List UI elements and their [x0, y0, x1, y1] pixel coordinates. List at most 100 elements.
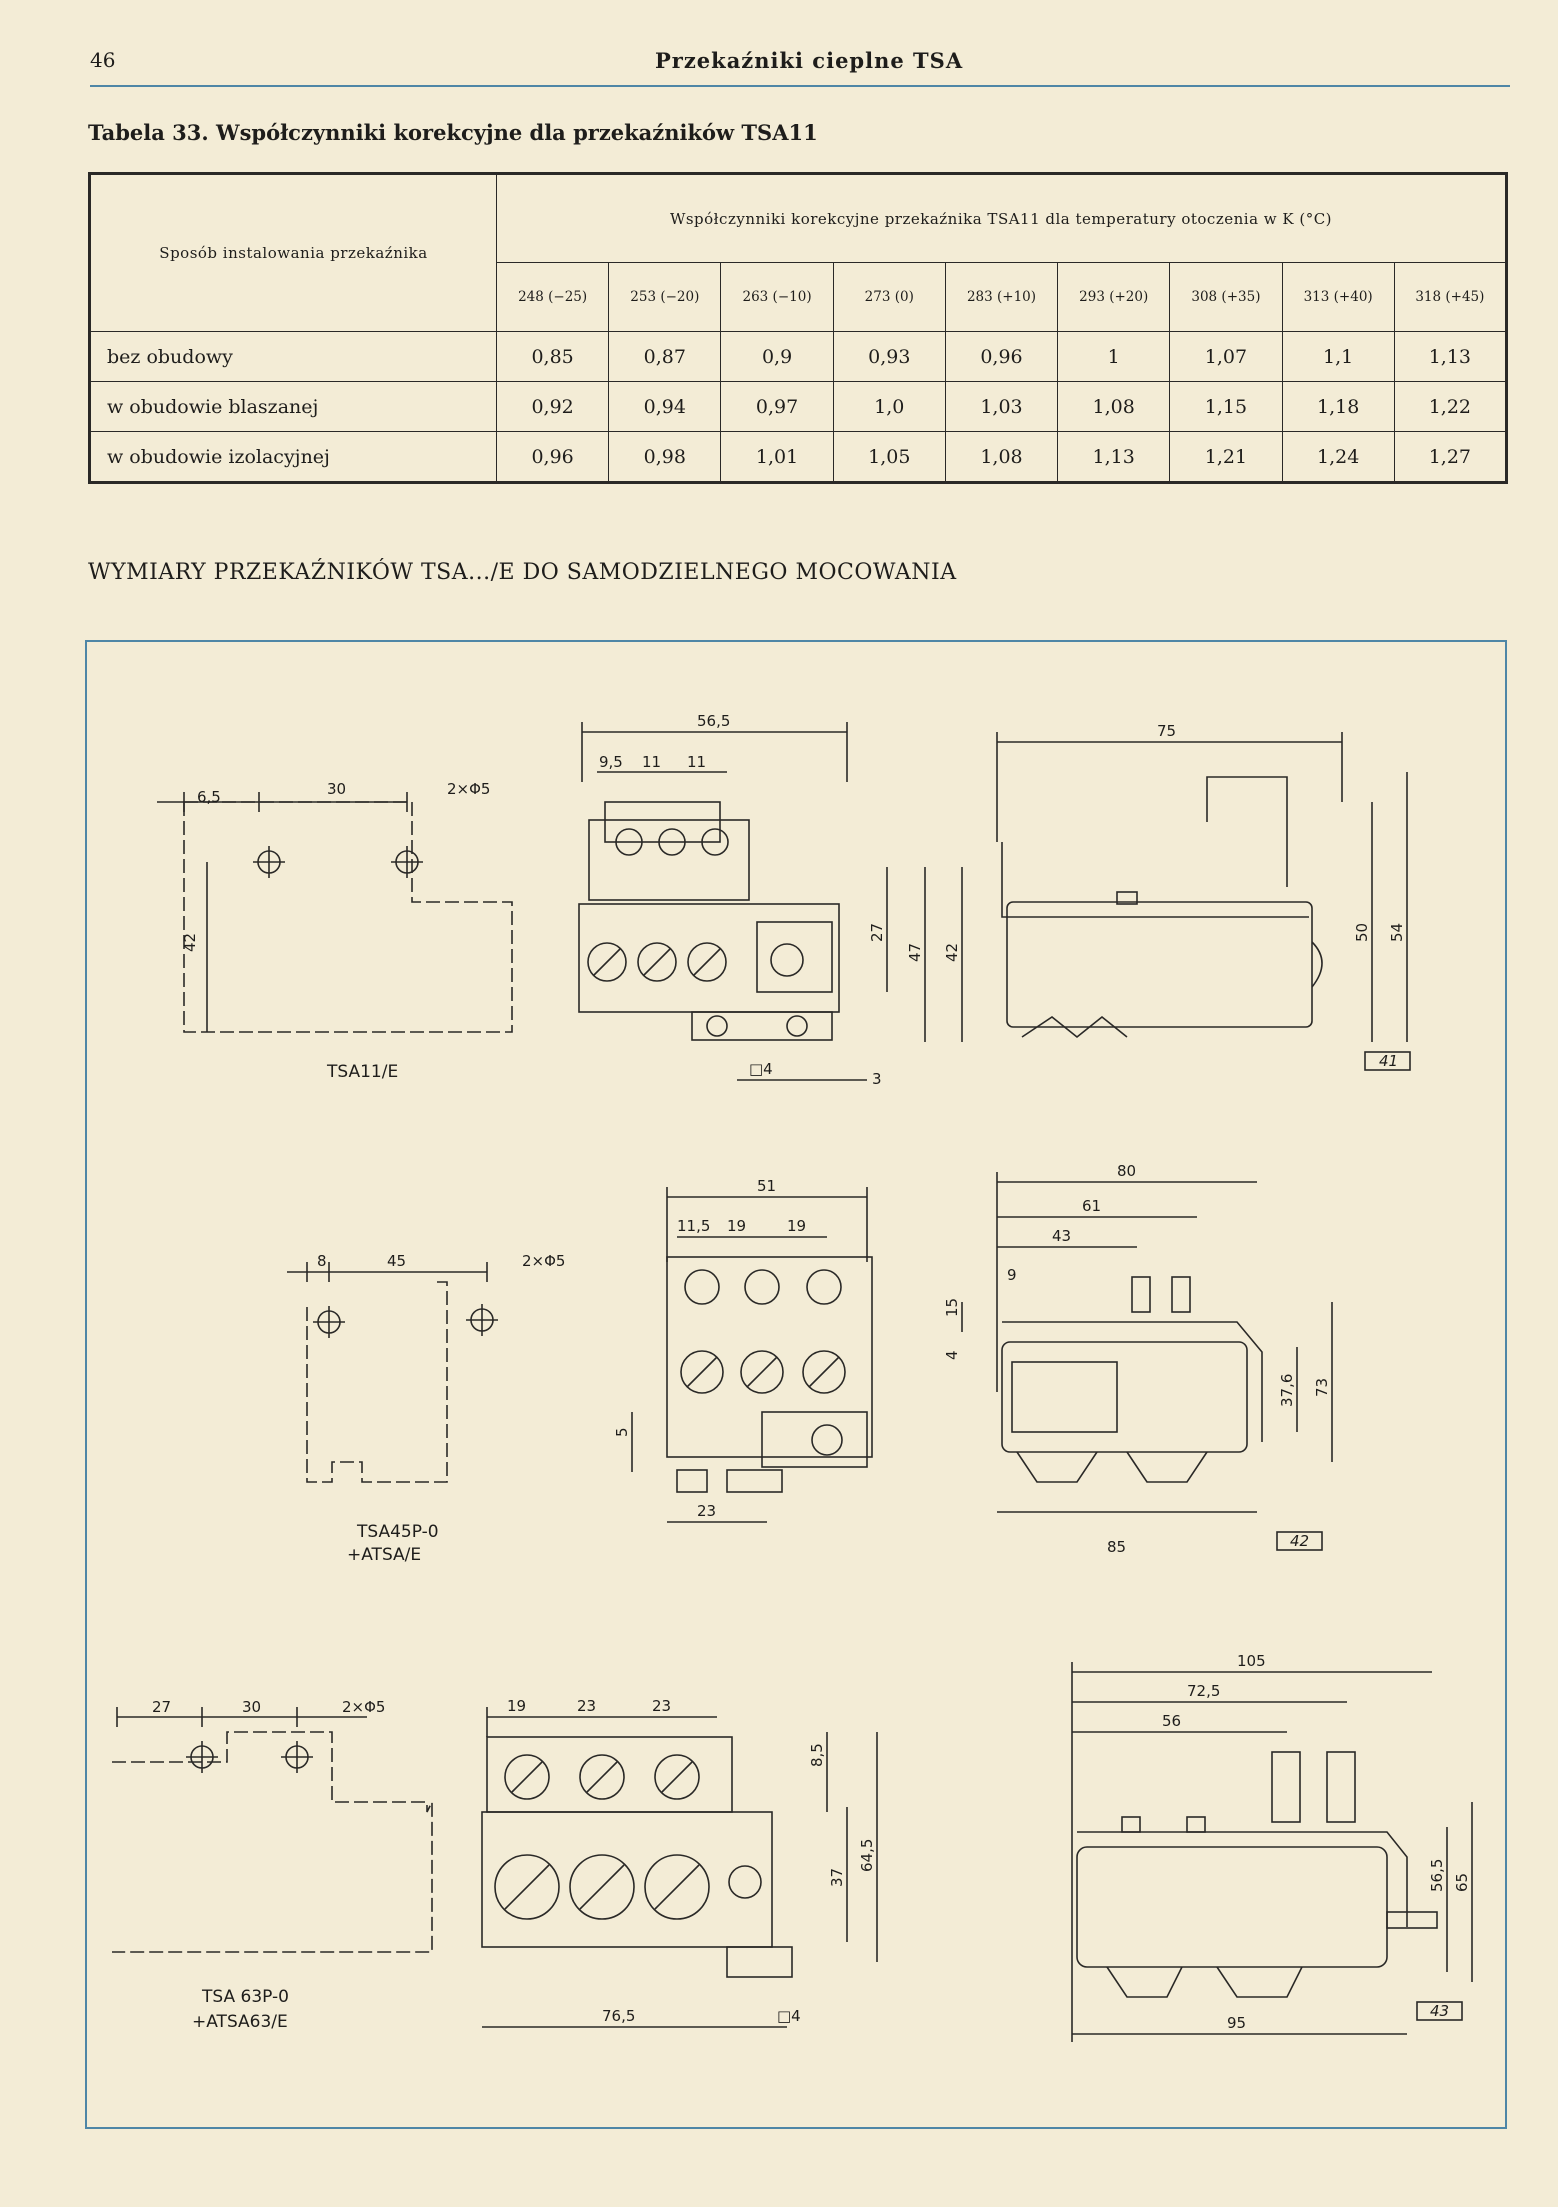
- header-rule: [90, 85, 1510, 87]
- dim-label: 11: [687, 753, 706, 771]
- dim-label: 19: [507, 1697, 526, 1715]
- dim-label: 30: [242, 1698, 261, 1716]
- table-cell: 0,85: [495, 331, 610, 382]
- dim-label: 85: [1107, 1538, 1126, 1556]
- table-cell: 1: [1057, 331, 1171, 382]
- dim-label: 6,5: [197, 788, 221, 806]
- table-row: w obudowie blaszanej 0,92 0,94 0,97 1,0 …: [89, 381, 1508, 432]
- dim-label: 56: [1162, 1712, 1181, 1730]
- tsa11-front-drawing: 56,5 9,5 11 11 27 47 42 □4 3: [578, 712, 963, 1088]
- temperature-header: 248 (−25): [495, 262, 610, 332]
- dim-label: 37,6: [1278, 1374, 1296, 1407]
- dim-label: 9: [1007, 1266, 1017, 1284]
- dim-label: 23: [652, 1697, 671, 1715]
- dimension-drawings-panel: 6,5 30 2×Φ5 42 TSA11/E 56,5 9,5 11 11 27…: [85, 640, 1507, 2129]
- table-cell: 0,94: [608, 381, 722, 432]
- dim-label: 64,5: [858, 1839, 876, 1872]
- tsa45-front-drawing: 51 11,5 19 19 5 23: [613, 1177, 873, 1523]
- running-title: Przekaźniki cieplne TSA: [655, 48, 964, 73]
- page-number: 46: [90, 48, 116, 72]
- correction-coefficients-table: Sposób instalowania przekaźnika Współczy…: [88, 172, 1508, 484]
- dim-label: 65: [1453, 1873, 1471, 1892]
- temperature-header: 273 (0): [832, 262, 946, 332]
- temperature-header: 318 (+45): [1393, 262, 1508, 332]
- table-cell: 0,96: [944, 331, 1059, 382]
- tsa63-front-drawing: 19 23 23 8,5 37 64,5 76,5 □4: [481, 1697, 878, 2028]
- table-cell: 0,87: [608, 331, 722, 382]
- dim-label: 50: [1353, 923, 1371, 942]
- temperature-header: 263 (−10): [720, 262, 834, 332]
- dim-label: 2×Φ5: [342, 1698, 385, 1716]
- method-header: Sposób instalowania przekaźnika: [89, 173, 497, 332]
- dim-label: 37: [828, 1868, 846, 1887]
- dim-label: 76,5: [602, 2007, 635, 2025]
- temperature-header: 313 (+40): [1281, 262, 1395, 332]
- temperature-header: 283 (+10): [944, 262, 1059, 332]
- table-cell: 1,27: [1393, 431, 1508, 483]
- temperature-header: 293 (+20): [1057, 262, 1171, 332]
- dim-label: 11: [642, 753, 661, 771]
- dim-label: 47: [906, 943, 924, 962]
- dim-label: 15: [943, 1298, 961, 1317]
- drawing-label: +ATSA/E: [347, 1545, 421, 1565]
- table-cell: 0,9: [720, 331, 834, 382]
- table-row: bez obudowy 0,85 0,87 0,9 0,93 0,96 1 1,…: [89, 331, 1508, 382]
- dimension-drawings: 6,5 30 2×Φ5 42 TSA11/E 56,5 9,5 11 11 27…: [112, 712, 1473, 2042]
- table-cell: 1,13: [1057, 431, 1171, 483]
- figure-number: 41: [1379, 1052, 1398, 1070]
- row-label: bez obudowy: [89, 331, 497, 382]
- dim-label: 73: [1313, 1378, 1331, 1397]
- dim-label: 72,5: [1187, 1682, 1220, 1700]
- coefficients-header: Współczynniki korekcyjne przekaźnika TSA…: [496, 173, 1507, 263]
- dim-label: 43: [1052, 1227, 1071, 1245]
- table-cell: 1,24: [1281, 431, 1395, 483]
- dim-label: 75: [1157, 722, 1176, 740]
- table-cell: 0,98: [608, 431, 722, 483]
- dim-label: 9,5: [599, 753, 623, 771]
- dim-label: 105: [1237, 1652, 1266, 1670]
- dim-label: 5: [613, 1427, 631, 1437]
- dim-label: 56,5: [1428, 1859, 1446, 1892]
- drawing-label: TSA45P-0: [356, 1522, 439, 1542]
- table-cell: 1,01: [720, 431, 834, 483]
- dim-label: 56,5: [697, 712, 730, 730]
- dim-label: 11,5: [677, 1217, 710, 1235]
- tsa45-side-drawing: 80 61 43 9 15 4 37,6 73 85 42: [943, 1162, 1333, 1556]
- table-cell: 1,08: [944, 431, 1059, 483]
- dim-label: 42: [943, 943, 961, 962]
- table-cell: 1,22: [1393, 381, 1508, 432]
- table-caption: Tabela 33. Współczynniki korekcyjne dla …: [88, 120, 818, 145]
- dim-label: 30: [327, 780, 346, 798]
- dim-label: 27: [868, 923, 886, 942]
- dim-label: 95: [1227, 2014, 1246, 2032]
- dim-label: □4: [777, 2007, 801, 2025]
- dim-label: 23: [577, 1697, 596, 1715]
- figure-number: 43: [1430, 2002, 1449, 2020]
- drawing-label: TSA11/E: [326, 1062, 398, 1082]
- drawing-label: +ATSA63/E: [192, 2012, 288, 2032]
- figure-number: 42: [1290, 1532, 1309, 1550]
- row-label: w obudowie izolacyjnej: [89, 431, 497, 483]
- tsa63-mounting-drawing: 27 30 2×Φ5 TSA 63P-0 +ATSA63/E: [112, 1698, 433, 2032]
- tsa45-mounting-drawing: 8 45 2×Φ5 TSA45P-0 +ATSA/E: [287, 1252, 565, 1565]
- temperature-header: 308 (+35): [1169, 262, 1283, 332]
- dim-label: 8: [317, 1252, 327, 1270]
- dim-label: 2×Φ5: [522, 1252, 565, 1270]
- dim-label: 19: [787, 1217, 806, 1235]
- tsa11-mounting-drawing: 6,5 30 2×Φ5 42 TSA11/E: [157, 780, 513, 1082]
- table-cell: 1,21: [1169, 431, 1283, 483]
- temperature-header: 253 (−20): [608, 262, 722, 332]
- dim-label: 80: [1117, 1162, 1136, 1180]
- dim-label: 23: [697, 1502, 716, 1520]
- table-cell: 1,1: [1281, 331, 1395, 382]
- dim-label: 42: [181, 933, 199, 952]
- dim-label: 3: [872, 1070, 882, 1088]
- section-heading: WYMIARY PRZEKAŹNIKÓW TSA.../E DO SAMODZI…: [88, 560, 957, 585]
- dim-label: □4: [749, 1060, 773, 1078]
- drawing-label: TSA 63P-0: [201, 1987, 289, 2007]
- table-cell: 1,07: [1169, 331, 1283, 382]
- table-cell: 1,0: [832, 381, 946, 432]
- tsa11-side-drawing: 75 50 54 41: [996, 722, 1411, 1071]
- table-cell: 1,05: [832, 431, 946, 483]
- table-cell: 0,97: [720, 381, 834, 432]
